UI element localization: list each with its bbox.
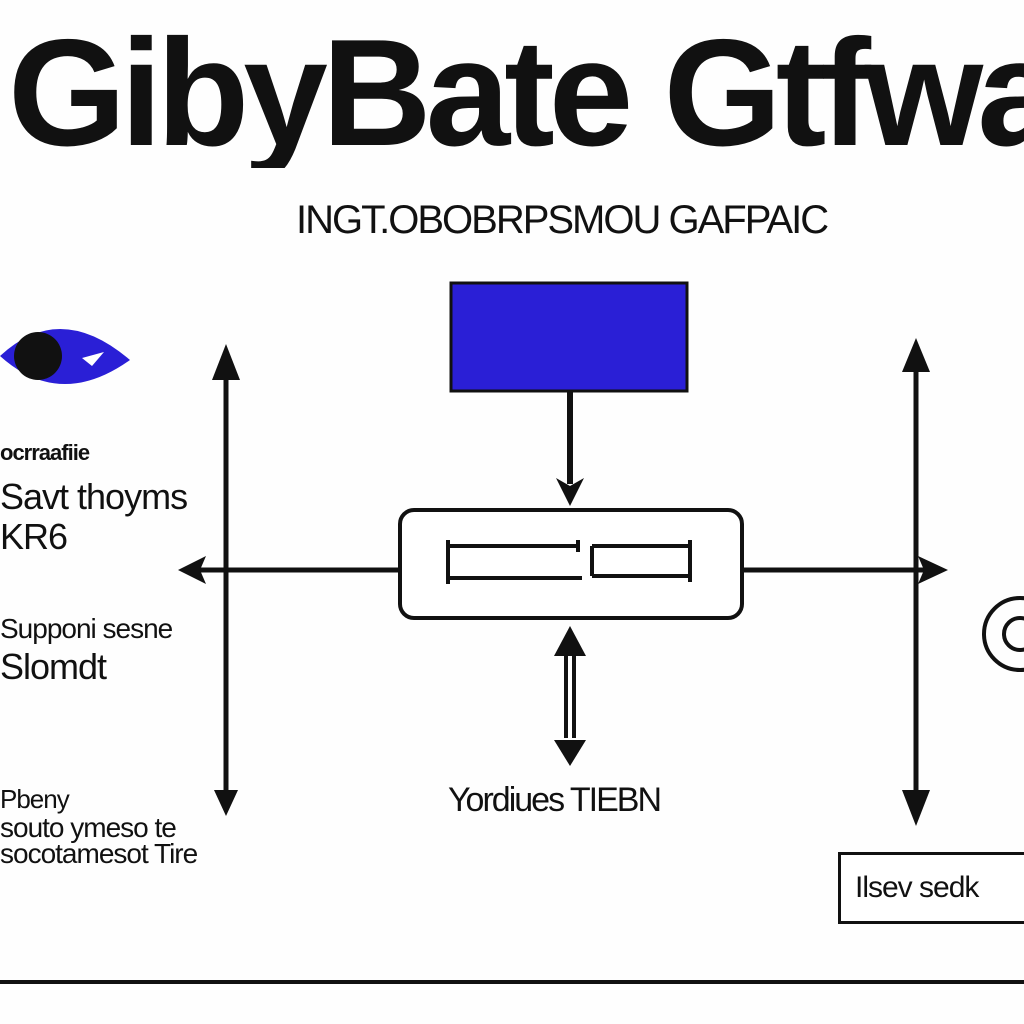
- left-label-5: Slomdt: [0, 646, 107, 687]
- right-up-arrowhead: [902, 338, 930, 372]
- left-label-7: souto ymeso te: [0, 812, 177, 843]
- left-label-6: Pbeny: [0, 784, 70, 814]
- process-box: [398, 508, 744, 620]
- left-label-4: Supponi sesne: [0, 613, 173, 644]
- right-down-arrowhead: [902, 790, 930, 826]
- page-title: GibyBate Gtfwate: [8, 18, 1024, 168]
- right-arrowhead: [918, 556, 948, 584]
- bottom-down-arrowhead: [554, 740, 586, 766]
- bottom-node-label: Yordiues TIEBN: [448, 781, 662, 819]
- eye-icon: [0, 328, 130, 385]
- left-up-arrowhead: [212, 344, 240, 380]
- process-inner-bars: [446, 540, 692, 584]
- left-down-arrowhead: [214, 790, 238, 816]
- corner-box-label: Ilsev sedk: [855, 871, 979, 904]
- left-arrowhead: [178, 556, 206, 584]
- diagram-subtitle: INGT.OBOBRPSMOU GAFPAIC: [296, 198, 829, 242]
- bottom-up-arrowhead: [554, 626, 586, 656]
- corner-box-button[interactable]: Ilsev sedk: [838, 852, 1024, 924]
- blue-box: [449, 281, 689, 393]
- at-sign-icon: [982, 596, 1024, 672]
- left-label-3: KR6: [0, 516, 68, 557]
- star-arrow-icon: [556, 478, 584, 506]
- left-label-2: Savt thoyms: [0, 476, 188, 517]
- left-label-1: ocrraafiie: [0, 440, 90, 465]
- left-label-8: socotamesot Tire: [0, 838, 198, 869]
